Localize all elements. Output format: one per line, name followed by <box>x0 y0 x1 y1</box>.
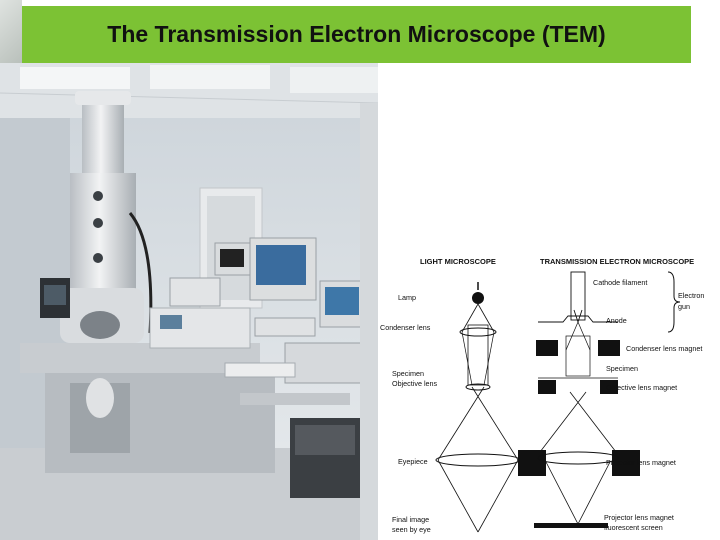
condenser-magnet-left <box>536 340 558 356</box>
light-microscope-header: LIGHT MICROSCOPE <box>420 257 496 266</box>
projector-magnet-left <box>518 450 546 476</box>
label-cathode-filament: Cathode filament <box>593 278 647 287</box>
eyepiece-lens-shape <box>435 453 521 467</box>
lamp-shape <box>472 292 484 304</box>
label-projector-magnet-2: Projector lens magnet <box>604 513 674 522</box>
corner-decoration <box>0 0 22 63</box>
projector-magnet-right <box>612 450 640 476</box>
label-fluorescent-screen: fluorescent screen <box>604 523 663 532</box>
tem-lab-photo <box>0 63 378 540</box>
tem-header: TRANSMISSION ELECTRON MICROSCOPE <box>540 257 694 266</box>
label-specimen-light: Specimen <box>392 369 424 378</box>
label-eyepiece: Eyepiece <box>398 457 428 466</box>
label-projector-magnet: Projector lens magnet <box>606 458 676 467</box>
cathode-filament-shape <box>570 271 586 321</box>
objective-magnet-right <box>600 380 618 394</box>
slide-title: The Transmission Electron Microscope (TE… <box>107 21 606 47</box>
condenser-magnet-right <box>598 340 620 356</box>
title-banner: The Transmission Electron Microscope (TE… <box>22 6 691 63</box>
label-electron: Electron <box>678 291 704 300</box>
label-condenser-magnet: Condenser lens magnet <box>626 344 702 353</box>
objective-magnet-left <box>538 380 556 394</box>
microscope-comparison-diagram: LIGHT MICROSCOPE TRANSMISSION ELECTRON M… <box>378 240 720 540</box>
anode-shape <box>538 315 618 323</box>
label-objective-lens: Objective lens <box>392 379 438 388</box>
label-anode: Anode <box>606 316 627 325</box>
label-gun: gun <box>678 302 690 311</box>
objective-lens-shape <box>465 383 491 391</box>
label-lamp: Lamp <box>398 293 416 302</box>
label-specimen-tem: Specimen <box>606 364 638 373</box>
label-final-image: Final image <box>392 515 429 524</box>
label-seen-by-eye: seen by eye <box>392 525 431 534</box>
fluorescent-screen-shape <box>534 523 608 528</box>
condenser-lens-shape <box>459 327 497 337</box>
label-condenser-lens: Condenser lens <box>380 323 431 332</box>
label-objective-magnet: Objective lens magnet <box>606 383 677 392</box>
